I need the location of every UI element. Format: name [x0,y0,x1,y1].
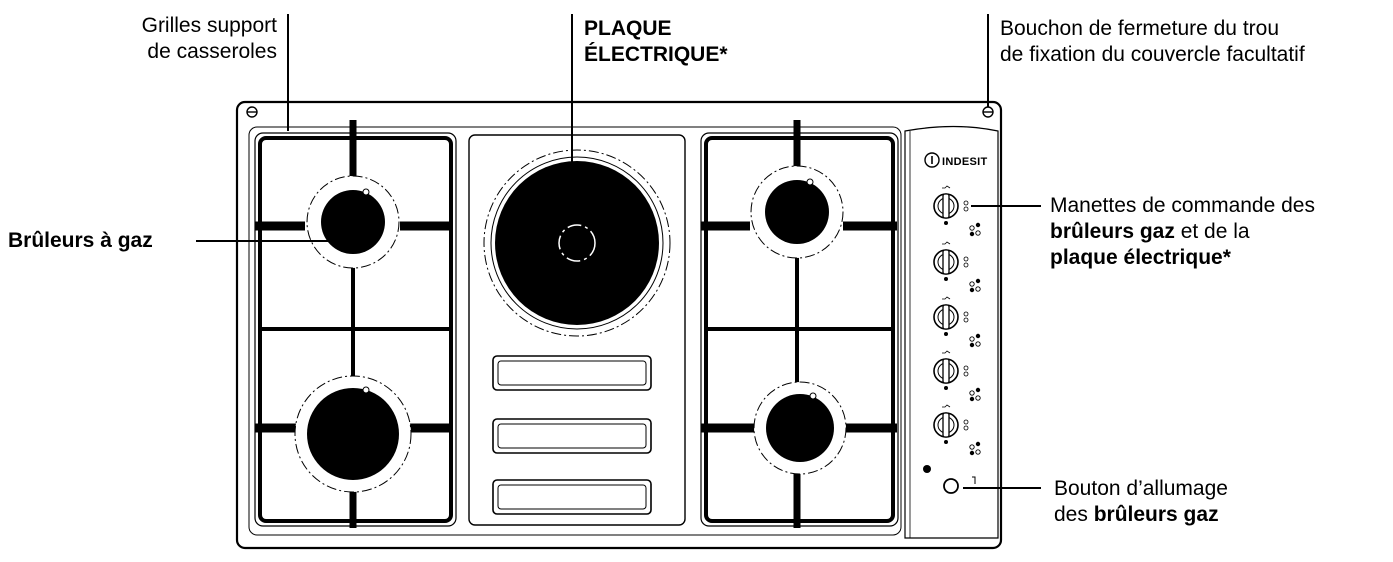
electric-hotplate [495,161,659,325]
indesit-logo: INDESIT [924,152,988,168]
gas-burner-left-top [306,175,400,269]
control-knob-icon[interactable] [933,350,981,402]
label-grilles: Grilles support de casseroles [141,14,277,63]
electric-section [468,134,686,526]
label-bouchon: Bouchon de fermeture du trou de fixation… [1000,17,1305,66]
gas-burner-left-bottom [294,375,412,493]
ignition-indicator-dot [923,465,931,473]
hob-inner-rim [248,126,902,536]
screw-icon [246,106,258,118]
gas-burner-right-bottom [753,381,847,475]
gas-burner-right-top [750,165,844,259]
control-knob-icon[interactable] [933,296,981,348]
label-bouton: Bouton d’allumage des brûleurs gaz [1054,477,1228,526]
label-plaque-electrique: PLAQUE ÉLECTRIQUE* [584,17,728,66]
label-bruleurs: Brûleurs à gaz [8,229,153,252]
screw-icon [982,106,994,118]
brand-name: INDESIT [942,156,988,168]
pan-support-grid-left [254,120,457,528]
control-knob-icon[interactable] [933,404,981,456]
control-panel [904,125,999,539]
vent-slots [492,355,652,515]
control-knob-icon[interactable] [933,241,981,293]
ignition-button-icon [943,476,976,494]
control-knob-icon[interactable] [933,185,981,237]
label-manettes: Manettes de commande des brûleurs gaz et… [1050,194,1315,269]
